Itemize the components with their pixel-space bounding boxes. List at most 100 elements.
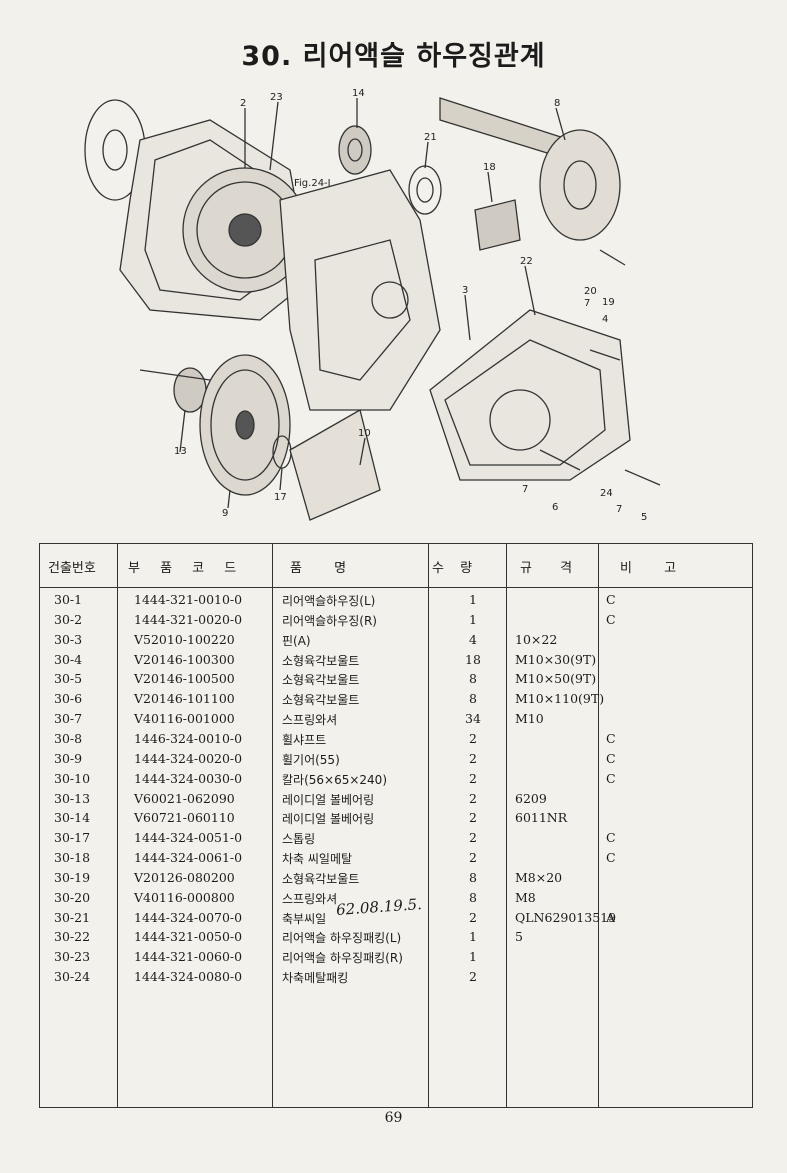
cell-spec: QLN629013519 [515, 909, 617, 925]
cell-qty: 1 [469, 592, 477, 607]
cell-spec: M10×30(9T) [515, 651, 597, 667]
cell-name: 스프링와셔 [282, 891, 338, 906]
cell-code: 1444-324-0030-0 [134, 770, 243, 786]
cell-no: 30-8 [54, 730, 83, 746]
cell-name: 축부씨일 [282, 911, 327, 926]
cell-no: 30-7 [54, 711, 83, 727]
cell-qty: 2 [469, 850, 477, 866]
cell-note: C [606, 592, 616, 607]
diagram-label: 17 [274, 492, 287, 503]
cell-note: C [606, 850, 616, 866]
header-name: 품 명 [290, 561, 361, 576]
cell-qty: 2 [469, 750, 477, 766]
cell-code: 1444-324-0051-0 [134, 830, 243, 846]
cell-code: 1444-321-0050-0 [134, 929, 243, 945]
cell-code: 1444-321-0060-0 [134, 949, 243, 965]
cell-qty: 8 [469, 889, 477, 905]
cell-qty: 1 [469, 611, 477, 627]
cell-code: V20146-101100 [134, 691, 235, 707]
cell-no: 30-1 [54, 592, 83, 607]
header-code: 부 품 코 드 [128, 561, 245, 576]
diagram-label: 7 [522, 484, 528, 495]
cell-name: 휠기어(55) [282, 752, 340, 767]
cell-name: 리어액슬 하우징패킹(L) [282, 931, 402, 946]
cell-note: C [606, 611, 616, 627]
cell-no: 30-2 [54, 611, 83, 627]
diagram-label: 9 [222, 508, 228, 519]
cell-code: V40116-001000 [134, 711, 235, 727]
cell-no: 30-23 [54, 949, 91, 965]
cell-name: 스톱링 [282, 832, 316, 847]
cell-spec: M10×110(9T) [515, 691, 605, 707]
cell-qty: 8 [469, 671, 477, 687]
cell-no: 30-24 [54, 969, 91, 985]
cell-name: 리어액슬 하우징패킹(R) [282, 951, 403, 966]
cell-no: 30-14 [54, 810, 91, 826]
page-number: 69 [384, 1110, 403, 1126]
cell-no: 30-22 [54, 929, 91, 945]
cell-name: 소형육각보울트 [282, 871, 360, 886]
cell-qty: 2 [469, 909, 477, 925]
cell-name: 핀(A) [282, 633, 311, 648]
bolt-19 [599, 249, 626, 266]
cell-spec: 6209 [515, 790, 547, 806]
table-header: 건출번호 부 품 코 드 품 명 수 량 규 격 비 고 [40, 544, 752, 588]
cell-name: 레이디얼 볼베어링 [282, 812, 375, 827]
cell-name: 휠샤프트 [282, 732, 327, 747]
cell-no: 30-17 [54, 830, 91, 846]
cell-spec: M8 [515, 889, 536, 905]
cell-code: 1444-324-0080-0 [134, 969, 243, 985]
cell-note: A [606, 909, 616, 925]
diagram-label: 22 [520, 256, 533, 267]
diagram-label: 21 [424, 132, 437, 143]
cell-spec: 10×22 [515, 631, 558, 647]
page-title: 30. 리어액슬 하우징관계 [241, 41, 546, 72]
header-qty: 수 량 [432, 561, 479, 576]
cell-note: C [606, 770, 616, 786]
cell-spec: 5 [515, 929, 523, 945]
cell-qty: 34 [465, 711, 481, 727]
diagram-label: 3 [462, 285, 468, 296]
diagram-label: 2 [240, 98, 246, 109]
cell-no: 30-6 [54, 691, 83, 707]
cell-code: V60721-060110 [134, 810, 235, 826]
diagram-label: 5 [641, 512, 647, 523]
cell-code: V40116-000800 [134, 889, 235, 905]
cell-name: 소형육각보울트 [282, 673, 360, 688]
cell-name: 스프링와셔 [282, 713, 338, 728]
diagram-label: 19 [602, 297, 615, 308]
cell-no: 30-10 [54, 770, 91, 786]
right-housing [429, 309, 631, 481]
diagram-label: 13 [174, 446, 187, 457]
cell-qty: 18 [465, 651, 481, 667]
diagram-label: 14 [352, 88, 365, 99]
cell-name: 리어액슬하우징(R) [282, 613, 377, 628]
exploded-diagram: 2 23 14 8 21 18 Fig.24-I 22 20 19 7 3 4 … [84, 88, 661, 523]
diagram-label: 20 [584, 286, 597, 297]
cell-qty: 2 [469, 830, 477, 846]
cell-no: 30-9 [54, 750, 83, 766]
cell-no: 30-3 [54, 631, 83, 647]
cell-qty: 2 [469, 810, 477, 826]
header-no: 건출번호 [48, 561, 96, 576]
cell-code: V52010-100220 [134, 631, 235, 647]
cell-qty: 2 [469, 770, 477, 786]
parts-table: 건출번호 부 품 코 드 품 명 수 량 규 격 비 고 30-1 1444-32… [39, 543, 753, 1108]
cell-name: 차축 씨일메탈 [282, 852, 353, 867]
cell-spec: M10×50(9T) [515, 671, 597, 687]
shaft-flange [539, 129, 621, 241]
diagram-label: 10 [358, 428, 371, 439]
